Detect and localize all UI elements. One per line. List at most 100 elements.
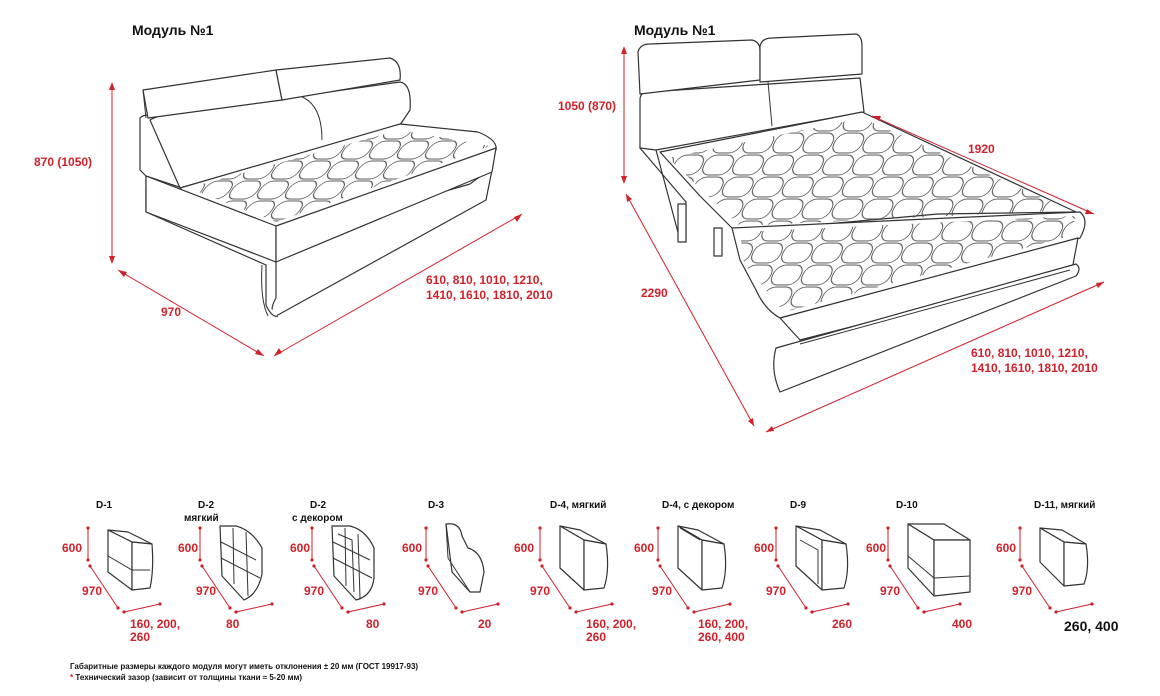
module-icon-d2-soft xyxy=(219,525,263,601)
module-name: D-2 xyxy=(310,500,327,511)
footnote-gap-text: Технический зазор (зависит от толщины тк… xyxy=(75,673,303,682)
dimension-arrowhead xyxy=(424,526,428,530)
dimension-arrowhead xyxy=(886,558,890,562)
dimension-arrowhead xyxy=(312,564,316,568)
module-depth-label: 970 xyxy=(652,584,673,598)
dimension-arrowhead xyxy=(540,564,544,568)
dimension-arrowhead xyxy=(810,610,814,614)
module-dimension-line xyxy=(89,565,119,609)
module-depth-label: 970 xyxy=(880,584,901,598)
module-width-label: 80 xyxy=(366,617,380,631)
module-width-label: 80 xyxy=(226,617,240,631)
sofa-bed-module-right xyxy=(637,33,1086,393)
module-width-label: 160, 200, xyxy=(698,617,749,631)
dimension-arrowhead xyxy=(86,558,90,562)
module-dimension-line xyxy=(659,565,689,609)
module-dimension-line xyxy=(347,603,385,613)
left-depth-label: 970 xyxy=(161,305,182,319)
module-icon-d10 xyxy=(907,523,971,597)
module-name: D-4, с декором xyxy=(662,500,735,511)
left-dimension-lines xyxy=(109,82,523,357)
left-height-label: 870 (1050) xyxy=(34,155,93,169)
sofa-module-left xyxy=(139,57,497,317)
module-icon-d4-soft xyxy=(559,525,609,591)
dimension-arrowhead xyxy=(1048,606,1052,610)
module-width-label: 260, 400 xyxy=(698,630,745,644)
dimension-arrowhead xyxy=(922,610,926,614)
module-depth-label: 970 xyxy=(304,584,325,598)
dimension-arrowhead xyxy=(728,602,732,606)
dimension-arrowhead xyxy=(1054,610,1058,614)
dimension-arrowhead xyxy=(228,606,232,610)
module-height-label: 600 xyxy=(514,541,535,555)
dimension-arrowhead xyxy=(568,606,572,610)
module-height-label: 600 xyxy=(996,541,1017,555)
module-name: D-9 xyxy=(790,500,807,511)
dimension-arrowhead xyxy=(116,606,120,610)
module-icon-d11 xyxy=(1039,527,1089,587)
dimension-arrowhead xyxy=(310,526,314,530)
dimension-arrowhead xyxy=(200,564,204,568)
module-name: D-3 xyxy=(428,500,445,511)
module-dimension-line xyxy=(889,565,919,609)
module-height-label: 600 xyxy=(178,541,199,555)
module-dimension-line xyxy=(201,565,231,609)
left-widths-line1: 610, 810, 1010, 1210, xyxy=(426,273,543,287)
module-dimension-line xyxy=(575,603,613,613)
module-icon-d1 xyxy=(107,529,154,591)
module-width-label: 260 xyxy=(586,630,607,644)
module-name-sub: мягкий xyxy=(184,513,219,524)
dimension-arrowhead xyxy=(122,610,126,614)
module-name: D-4, мягкий xyxy=(550,500,607,511)
module-dimension-line xyxy=(313,565,343,609)
module-name: D-11, мягкий xyxy=(1034,500,1096,511)
dimension-arrowhead xyxy=(310,558,314,562)
module-width-label: 400 xyxy=(952,617,973,631)
module-depth-label: 970 xyxy=(418,584,439,598)
dimension-arrowhead xyxy=(198,558,202,562)
module-name: D-2 xyxy=(198,500,215,511)
left-title: Модуль №1 xyxy=(132,22,214,38)
dimension-arrowhead xyxy=(426,564,430,568)
dimension-arrowhead xyxy=(538,526,542,530)
module-depth-label: 970 xyxy=(1012,584,1033,598)
dimension-arrowhead xyxy=(656,526,660,530)
module-width-label: 260, 400 xyxy=(1064,618,1119,634)
module-dimension-line xyxy=(541,565,571,609)
dimension-arrowhead xyxy=(382,602,386,606)
module-icon-d9 xyxy=(795,525,849,591)
module-name: D-1 xyxy=(96,500,113,511)
module-dimension-line xyxy=(235,603,273,613)
module-width-label: 260 xyxy=(130,630,151,644)
dimension-arrowhead xyxy=(776,564,780,568)
module-width-label: 20 xyxy=(478,617,492,631)
left-widths-line2: 1410, 1610, 1810, 2010 xyxy=(426,288,553,302)
module-dimension-line xyxy=(811,603,849,613)
dimension-arrowhead xyxy=(496,602,500,606)
module-depth-label: 970 xyxy=(196,584,217,598)
module-icon-d4-decor xyxy=(677,525,727,591)
dimension-arrowhead xyxy=(804,606,808,610)
module-height-label: 600 xyxy=(754,541,775,555)
dimension-arrowhead xyxy=(774,558,778,562)
module-dimension-line xyxy=(693,603,731,613)
dimension-arrowhead xyxy=(686,606,690,610)
dimension-arrowhead xyxy=(916,606,920,610)
module-dimension-line xyxy=(1021,565,1051,609)
dimension-arrowhead xyxy=(574,610,578,614)
module-width-label: 160, 200, xyxy=(586,617,637,631)
module-width-label: 160, 200, xyxy=(130,617,181,631)
module-dimension-line xyxy=(461,603,499,613)
dimension-arrowhead xyxy=(198,526,202,530)
module-dimension-line xyxy=(427,565,457,609)
dimension-arrowhead xyxy=(774,526,778,530)
right-height-label: 1050 (870) xyxy=(558,99,617,113)
module-icon-d2-decor xyxy=(331,525,375,601)
module-name: D-10 xyxy=(896,500,918,511)
dimension-arrowhead xyxy=(1090,602,1094,606)
module-height-label: 600 xyxy=(402,541,423,555)
module-height-label: 600 xyxy=(866,541,887,555)
module-dimension-line xyxy=(1055,603,1093,613)
